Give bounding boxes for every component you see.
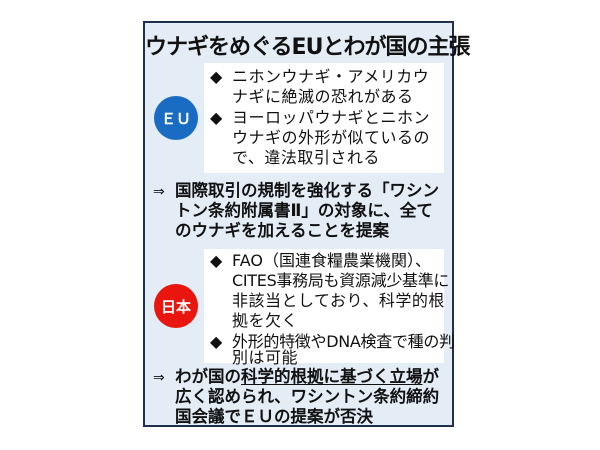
japan-conclusion-text: が (422, 367, 440, 386)
eu-conclusion-line-1: 国際取引の規制を強化する「ワシン (175, 181, 439, 200)
diamond-icon: ◆ (210, 108, 223, 127)
eu-point-2-line-2: ウナギの外形が似ているの (232, 128, 431, 147)
eu-badge: ＥＵ (154, 96, 198, 140)
arrow-icon: ⇒ (153, 370, 165, 386)
japan-conclusion-line-3: 国会議でＥＵの提案が否決 (175, 407, 373, 426)
eu-point-2-line-3: で、違法取引される (232, 148, 380, 167)
eu-points-box: ◆ ニホンウナギ・アメリカウ ナギに絶滅の恐れがある ◆ ヨーロッパウナギとニホ… (204, 63, 444, 173)
arrow-icon: ⇒ (153, 184, 165, 200)
underlined-emphasis: 科学的根拠に基づく立場 (241, 367, 423, 386)
eu-conclusion-line-2: トン条約附属書Ⅱ」の対象に、全て (175, 201, 433, 220)
diamond-icon: ◆ (210, 332, 223, 351)
diamond-icon: ◆ (210, 67, 223, 86)
eu-conclusion: ⇒ 国際取引の規制を強化する「ワシン トン条約附属書Ⅱ」の対象に、全て のウナギを… (153, 181, 439, 241)
eu-point-1-line-2: ナギに絶滅の恐れがある (232, 87, 414, 106)
japan-conclusion-line-2: 広く認められ、ワシントン条約締約 (175, 387, 440, 406)
infographic-frame: ウナギをめぐるEUとわが国の主張 ＥＵ ◆ ニホンウナギ・アメリカウ ナギに絶滅… (143, 21, 470, 427)
japan-point-1-line-2: CITES事務局も資源減少基準に (232, 271, 450, 290)
japan-point-1-line-1: FAO（国連食糧農業機関）、 (232, 251, 431, 270)
japan-badge: 日本 (154, 284, 198, 328)
japan-point-2-line-2: 別は可能 (232, 348, 299, 367)
title: ウナギをめぐるEUとわが国の主張 (145, 35, 470, 60)
japan-point-1-line-3: 非該当としており、科学的根 (232, 291, 445, 310)
diamond-icon: ◆ (210, 251, 223, 270)
japan-point-2-line-1: 外形的特徴やDNA検査で種の判 (232, 332, 455, 351)
japan-points-box: ◆ FAO（国連食糧農業機関）、 CITES事務局も資源減少基準に 非該当として… (204, 249, 455, 367)
eu-point-1-line-1: ニホンウナギ・アメリカウ (232, 67, 430, 86)
japan-point-1-line-4: 拠を欠く (232, 311, 299, 330)
japan-conclusion: ⇒ わが国の科学的根拠に基づく立場が 広く認められ、ワシントン条約締約 国会議でＥ… (153, 367, 439, 427)
eu-point-2-line-1: ヨーロッパウナギとニホン (232, 108, 431, 127)
eu-conclusion-line-3: のウナギを加えることを提案 (175, 221, 390, 240)
japan-conclusion-text: わが国の (175, 367, 241, 386)
